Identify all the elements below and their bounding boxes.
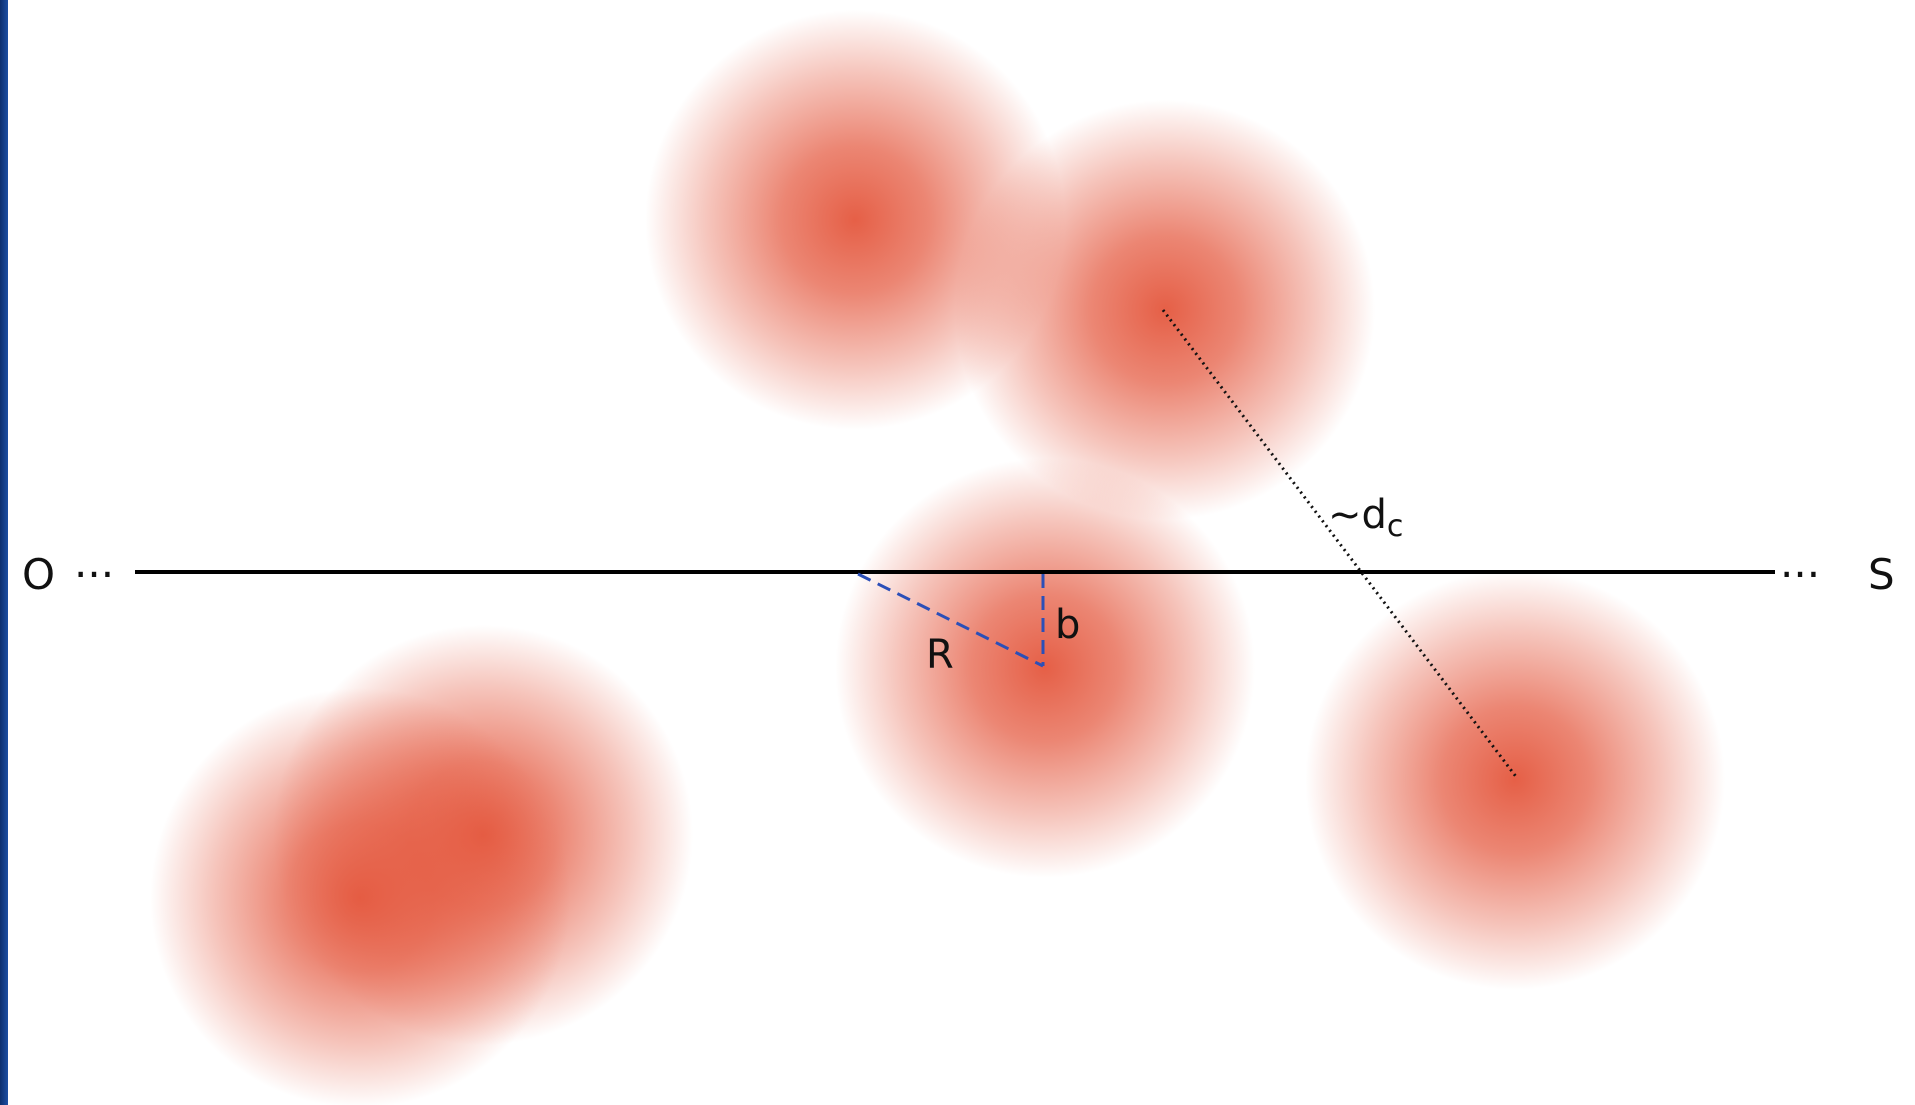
impact-label: b [1055, 602, 1080, 648]
separation-label-main: ~d [1328, 492, 1387, 538]
left-ellipsis: ··· [74, 550, 114, 599]
observer-label: O [22, 550, 55, 599]
radius-line [857, 572, 1044, 668]
separation-line [1161, 309, 1519, 779]
cloud-top-right [955, 100, 1375, 520]
frame-edge [0, 0, 8, 1105]
cloud-bottom-left-front [150, 688, 570, 1105]
right-ellipsis: ··· [1780, 550, 1820, 599]
separation-label: ~dc [1328, 492, 1403, 544]
cloud-bottom-right [1305, 570, 1725, 990]
source-label: S [1868, 550, 1895, 599]
cloud-center [835, 458, 1255, 878]
separation-label-sub: c [1387, 509, 1404, 544]
radius-label: R [926, 632, 954, 678]
